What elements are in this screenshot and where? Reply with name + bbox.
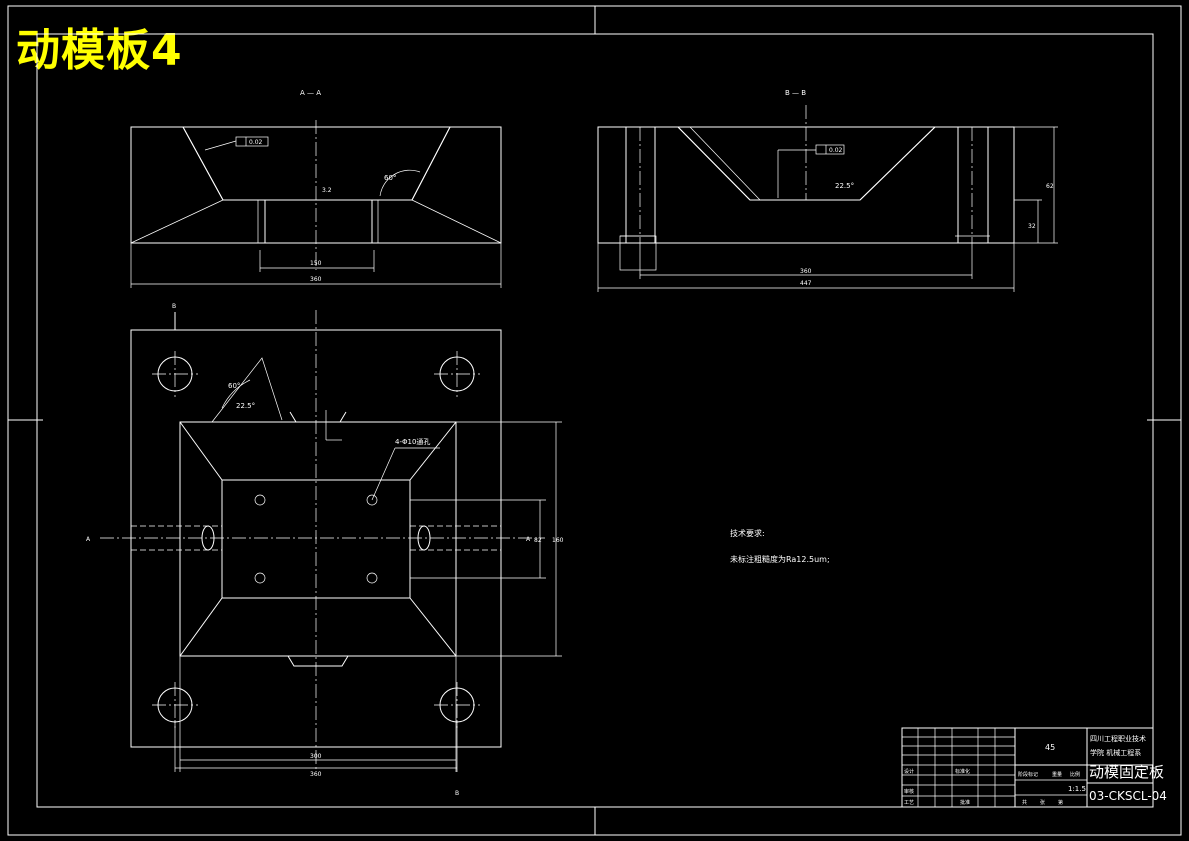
dim-sec-b-total: 447	[800, 280, 812, 287]
dim-plan-v2: 160	[552, 537, 564, 544]
cut-a-left: A	[86, 536, 91, 543]
tb-material: 45	[1045, 743, 1055, 752]
roughness-a: 3.2	[322, 187, 332, 194]
section-a-label: A — A	[300, 89, 321, 97]
tb-part-name: 动模固定板	[1089, 763, 1164, 781]
tb-check: 审核	[904, 788, 914, 795]
dim-sec-b-height: 62	[1046, 183, 1054, 190]
plan-view: B A A B	[86, 303, 564, 797]
tb-scale: 1:1.5	[1068, 785, 1086, 793]
tb-sheet: 张	[1040, 799, 1045, 806]
tb-stage: 阶段标记	[1018, 771, 1038, 778]
dim-plan-total: 360	[310, 771, 322, 778]
tb-company-1: 四川工程职业技术	[1090, 734, 1146, 743]
section-b-label: B — B	[785, 89, 806, 97]
dim-sec-b-small: 32	[1028, 223, 1036, 230]
angle-a: 60°	[384, 174, 396, 182]
tb-sheet-no: 第	[1058, 799, 1063, 806]
tb-ratio: 比例	[1070, 771, 1080, 778]
tb-craft: 工艺	[904, 800, 914, 806]
dim-sec-a-inner: 150	[310, 260, 322, 267]
cut-b-top: B	[172, 303, 176, 310]
section-b-view: B — B 0.02 22.5° 62 32 36	[597, 89, 1058, 292]
hole-note: 4-Φ10通孔	[395, 437, 430, 446]
technical-notes: 技术要求: 未标注粗糙度为Ra12.5um;	[730, 528, 830, 564]
tol-a: 0.02	[249, 139, 263, 146]
tb-standard: 标准化	[955, 768, 970, 775]
cut-a-right: A	[526, 536, 531, 543]
title-block-grid	[902, 728, 1015, 807]
cut-b-bottom: B	[455, 790, 459, 797]
angle-plan-2: 22.5°	[236, 402, 255, 410]
tol-b: 0.02	[829, 147, 843, 154]
tb-drawing-no: 03-CKSCL-04	[1089, 789, 1167, 803]
tb-company-2: 学院 机械工程系	[1090, 748, 1141, 757]
tb-approve: 批准	[960, 799, 970, 806]
dim-plan-inner: 300	[310, 753, 322, 760]
notes-line1: 未标注粗糙度为Ra12.5um;	[730, 554, 830, 564]
notes-heading: 技术要求:	[730, 528, 765, 538]
angle-plan-1: 60°	[228, 382, 240, 390]
angle-b: 22.5°	[835, 182, 854, 190]
dim-plan-v1: 82	[534, 537, 542, 544]
section-a-view: A — A 0.02 3.2 60° 150 360	[130, 89, 502, 288]
tb-sheet-total: 共	[1022, 799, 1027, 806]
dim-sec-b-inner: 360	[800, 268, 812, 275]
dim-sec-a-total: 360	[310, 276, 322, 283]
sheet-frame	[7, 5, 1182, 836]
tb-design: 设计	[904, 768, 914, 775]
tb-weight: 重量	[1052, 771, 1062, 778]
title-block: 设计 审核 工艺 标准化 批准 45 阶段标记 重量 比例 1:1.5 共 张 …	[901, 727, 1167, 808]
